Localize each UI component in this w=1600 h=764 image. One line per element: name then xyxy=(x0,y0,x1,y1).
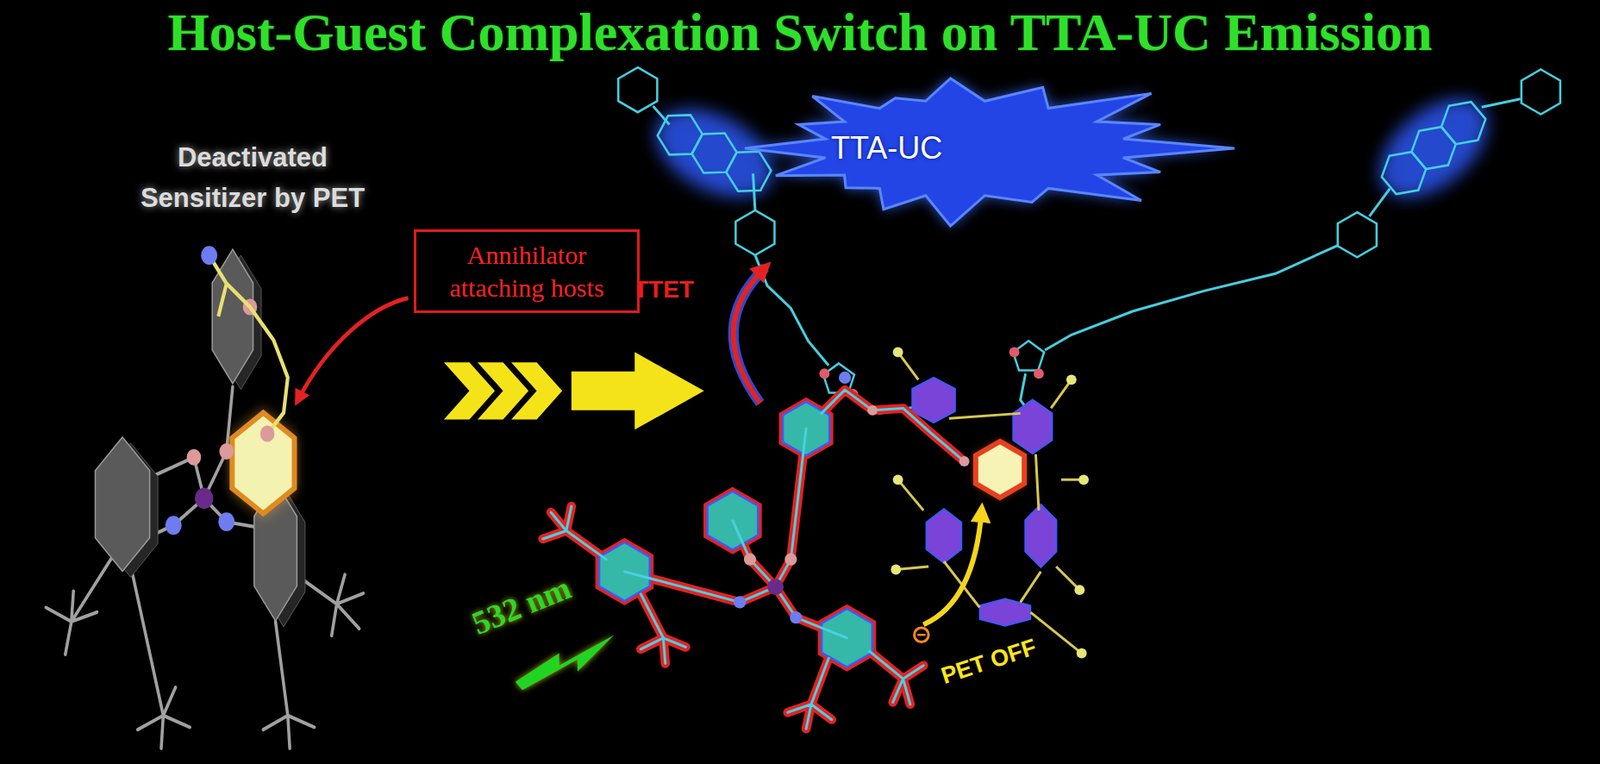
guest-ring-highlight xyxy=(230,410,297,517)
annihilator-model xyxy=(652,106,777,201)
sensitizer-model xyxy=(784,553,797,566)
tert-butyl-bond xyxy=(132,574,190,748)
annihilator-model xyxy=(641,90,788,215)
atom-ball xyxy=(218,512,235,532)
tert-butyl-bond xyxy=(45,556,113,655)
pillararene-host xyxy=(890,346,1089,658)
atom-ball xyxy=(165,299,258,536)
benzene-ring-slab xyxy=(94,437,150,572)
annihilator-model xyxy=(1434,93,1494,153)
annihilator-model xyxy=(618,67,1561,417)
sensitizer-model xyxy=(959,456,970,467)
energy-transfer-arrow xyxy=(733,267,766,403)
guest-ring-highlight xyxy=(975,440,1026,500)
pillararene-host xyxy=(912,377,956,423)
pillararene-host xyxy=(1074,584,1085,595)
pointer-arrow xyxy=(298,298,409,400)
sensitizer-model xyxy=(543,389,965,729)
annihilator-model xyxy=(1374,143,1433,203)
annihilator-model xyxy=(618,67,1561,417)
laser-bolt xyxy=(515,634,615,690)
pillararene-host xyxy=(1066,374,1077,385)
atom-ball xyxy=(218,443,234,460)
annihilator-model xyxy=(1033,368,1044,379)
laser-bolt xyxy=(515,634,615,690)
sensitizer-model xyxy=(867,405,878,416)
tert-butyl-bond xyxy=(262,621,314,749)
pillararene-host xyxy=(926,508,963,563)
transition-arrow xyxy=(571,351,705,430)
pillararene-host xyxy=(1076,648,1088,659)
sensitizer-model xyxy=(599,401,873,668)
electron-symbol xyxy=(917,633,925,636)
tert-butyl-bond xyxy=(295,574,363,636)
scene xyxy=(45,67,1561,749)
sensitizer-model xyxy=(789,611,802,624)
atom-ball xyxy=(194,487,213,510)
pillararene-host xyxy=(890,564,901,575)
annihilator-model xyxy=(1404,118,1463,178)
linker-chain xyxy=(209,255,288,434)
benzene-ring-slab xyxy=(94,249,305,627)
sensitizer-model xyxy=(838,371,851,384)
guest-ring-highlight xyxy=(231,412,294,514)
sensitizer-model xyxy=(767,578,784,595)
atom-ball xyxy=(165,515,182,535)
electron-symbol xyxy=(914,627,930,643)
annihilator-model xyxy=(818,368,830,379)
sensitizer-model xyxy=(543,389,965,729)
annihilator-model xyxy=(1009,346,1020,357)
energy-transfer-arrow xyxy=(733,267,766,403)
pillararene-host xyxy=(890,346,1089,658)
deactivated-sensitizer-model xyxy=(45,245,363,749)
atom-ball xyxy=(187,449,202,466)
pillararene-host xyxy=(1025,504,1057,568)
sensitizer-model xyxy=(743,553,757,566)
annihilator-model xyxy=(1521,68,1561,114)
sensitizer-model xyxy=(599,401,873,668)
process-label: TTET xyxy=(633,275,694,304)
pillararene-host xyxy=(895,351,1084,653)
title: Host-Guest Complexation Switch on TTA-UC… xyxy=(168,1,1433,63)
pillararene-host xyxy=(893,474,904,485)
burst-label: TTA-UC xyxy=(831,130,943,167)
sensitizer-model xyxy=(733,595,746,608)
pillararene-host xyxy=(1012,400,1052,454)
atom-ball xyxy=(200,245,218,265)
guest-ring-highlight xyxy=(975,440,1026,500)
transition-arrow xyxy=(511,362,563,419)
burst-shape xyxy=(744,78,1235,226)
atom-ball xyxy=(260,425,275,443)
wavelength-label: 532 nm xyxy=(466,568,576,642)
pillararene-host xyxy=(893,346,904,357)
annihilator-model xyxy=(1374,93,1493,203)
annihilator-model xyxy=(735,210,775,256)
annihilator-model xyxy=(1337,212,1377,257)
electron-symbol xyxy=(914,627,930,643)
guest-ring-highlight xyxy=(230,410,297,517)
pillararene-host xyxy=(1078,474,1089,485)
annihilator-model xyxy=(686,124,742,182)
laser-bolt xyxy=(515,634,615,690)
figure-heading: Deactivated Sensitizer by PET xyxy=(123,137,382,219)
tert-butyl-bond xyxy=(45,387,363,749)
box-label: Annihilator attaching hosts xyxy=(425,238,629,304)
process-label: PET OFF xyxy=(937,633,1040,690)
transition-arrow xyxy=(443,351,705,430)
annotation-box: Annihilator attaching hosts xyxy=(413,229,640,313)
sensitizer-model xyxy=(543,371,970,729)
pillararene-host xyxy=(980,599,1032,626)
annihilator-model xyxy=(618,67,657,113)
burst-glow xyxy=(744,78,1235,226)
burst-shape xyxy=(744,70,1235,226)
electron-transfer-arrow xyxy=(923,510,982,625)
emission-burst: TTA-UC xyxy=(744,70,1235,226)
guest-ring-highlight xyxy=(975,441,1025,498)
